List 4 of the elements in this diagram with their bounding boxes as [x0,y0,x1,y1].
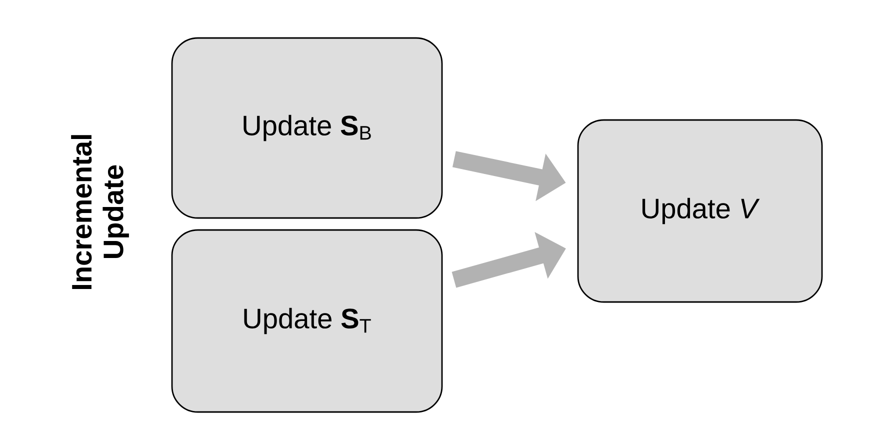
process-box: Update S$_{B}$ [171,37,443,219]
process-box: Update S$_{T}$ [171,229,443,413]
process-box: Update V [577,119,823,303]
side-label: Incremental Update [71,135,129,290]
